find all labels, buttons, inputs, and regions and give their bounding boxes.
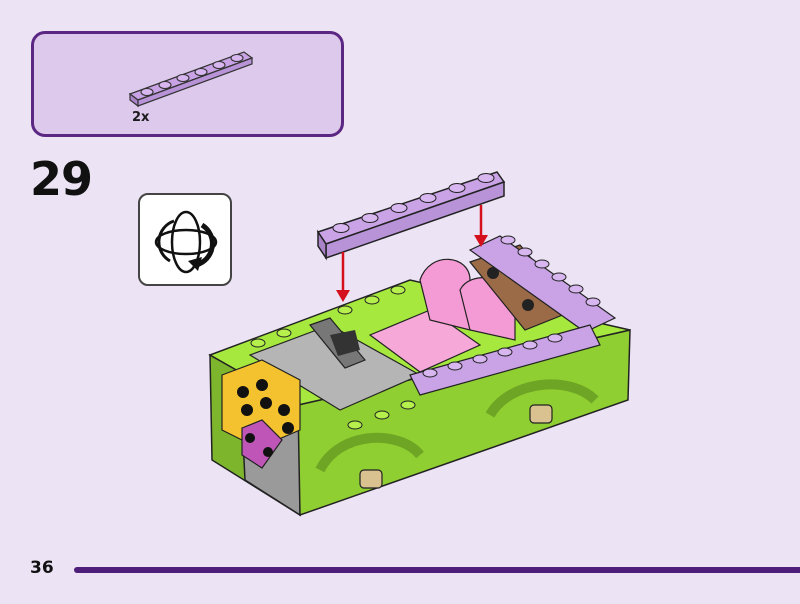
parts-callout: 2x — [31, 31, 344, 137]
lavender-plate-part-icon — [128, 51, 254, 108]
page-footer-rule — [74, 567, 800, 573]
rotate-model-icon — [154, 210, 218, 274]
part-quantity-label: 2x — [132, 110, 150, 125]
page-number: 36 — [30, 558, 54, 578]
step-number: 29 — [30, 152, 93, 206]
rotate-model-indicator — [138, 193, 232, 286]
